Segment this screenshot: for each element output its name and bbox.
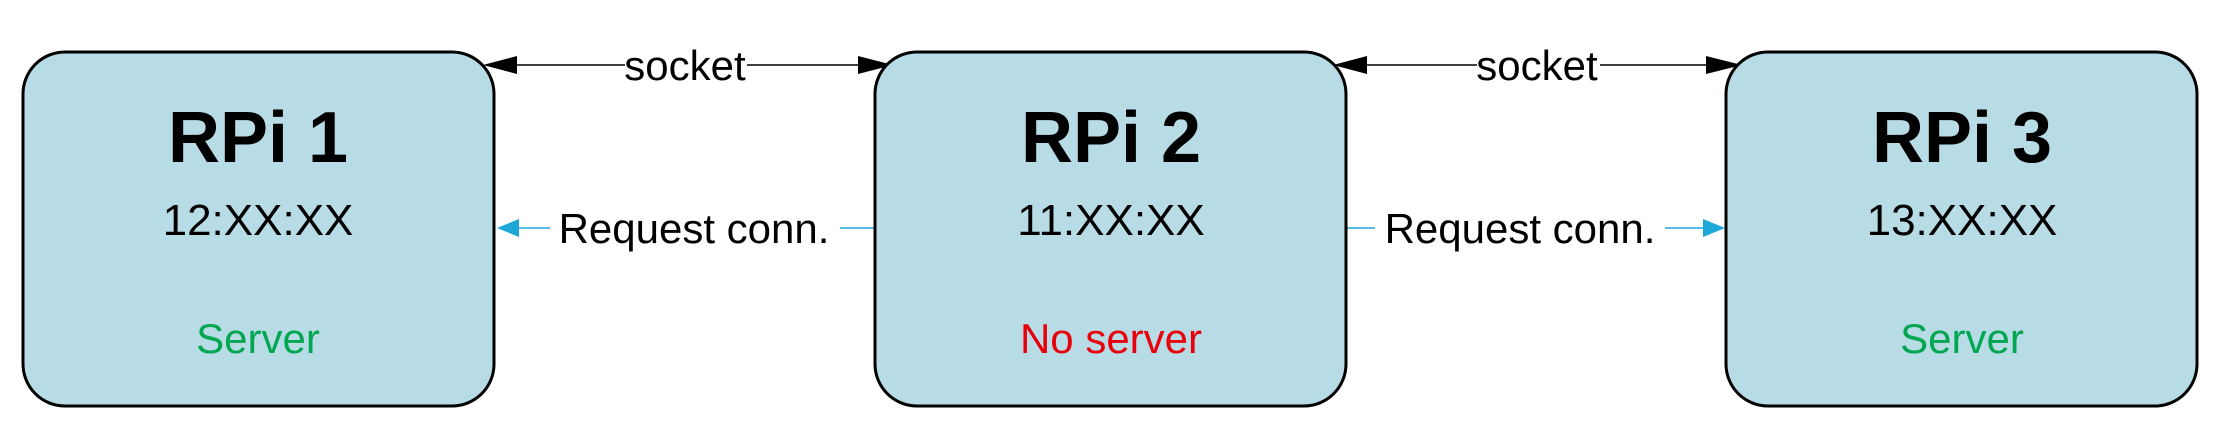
arrow-head-left (1333, 56, 1367, 74)
request-edge-2-to-1: Request conn. (497, 205, 875, 252)
arrow-head-right (1706, 56, 1742, 74)
node-title: RPi 1 (168, 98, 348, 178)
arrow-head-right (1703, 219, 1725, 237)
arrow-head-left (483, 56, 517, 74)
node-mac-address: 12:XX:XX (163, 196, 354, 245)
arrow-head-right (858, 56, 893, 74)
node-rpi-3: RPi 3 13:XX:XX Server (1724, 50, 2199, 408)
socket-label: socket (624, 42, 746, 89)
request-edge-2-to-3: Request conn. (1347, 205, 1725, 252)
node-box (21, 50, 496, 408)
socket-label: socket (1476, 42, 1598, 89)
node-box (873, 50, 1348, 408)
node-status: Server (196, 315, 320, 362)
node-mac-address: 11:XX:XX (1017, 196, 1205, 245)
node-title: RPi 2 (1021, 98, 1201, 178)
socket-edge-2-3: socket (1333, 42, 1742, 89)
node-rpi-2: RPi 2 11:XX:XX No server (873, 50, 1348, 408)
node-status: No server (1020, 315, 1202, 362)
node-status: Server (1900, 315, 2024, 362)
request-label: Request conn. (1385, 205, 1656, 252)
node-title: RPi 3 (1872, 98, 2052, 178)
socket-edge-1-2: socket (483, 42, 893, 89)
node-box (1724, 50, 2199, 408)
node-mac-address: 13:XX:XX (1867, 196, 2058, 245)
node-rpi-1: RPi 1 12:XX:XX Server (21, 50, 496, 408)
arrow-head-left (497, 219, 519, 237)
request-label: Request conn. (559, 205, 830, 252)
